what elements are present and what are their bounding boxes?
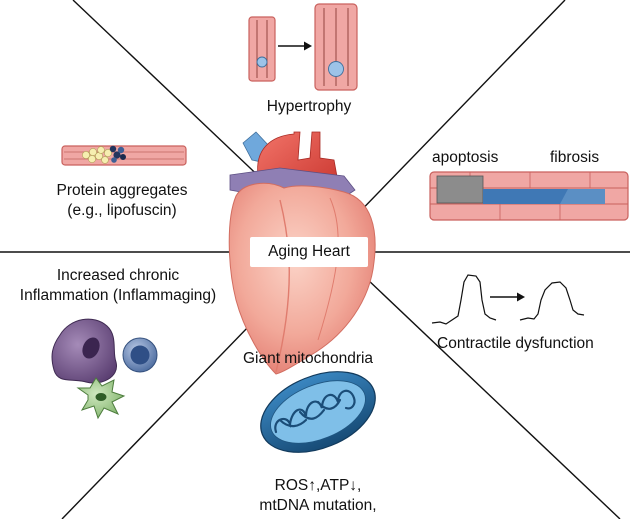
ros-atp-label: ROS↑,ATP↓, <box>274 477 362 494</box>
heart-body <box>228 182 376 375</box>
fibrosis-label: fibrosis <box>550 149 600 166</box>
inflammation-label-line1: Increased chronic <box>56 267 180 284</box>
heart-illustration <box>228 131 376 375</box>
normal-contraction-trace <box>431 274 497 325</box>
lipofuscin-granules <box>82 145 126 164</box>
cristae <box>274 389 356 434</box>
contractile-dysfunction-label: Contractile dysfunction <box>437 335 594 352</box>
protein-aggregates-label: Protein aggregates <box>56 182 188 199</box>
impaired-contraction-trace <box>519 281 585 321</box>
inflammatory-cells-illustration <box>51 318 158 420</box>
mtdna-mutation-label: mtDNA mutation, <box>259 497 377 514</box>
apoptosis-fibrosis-illustration <box>429 171 629 221</box>
apoptotic-cell <box>436 175 484 204</box>
hypertrophy-label: Hypertrophy <box>266 98 352 115</box>
small-nucleus <box>256 56 268 68</box>
protein-aggregates-illustration <box>61 145 187 166</box>
apoptosis-label: apoptosis <box>432 149 499 166</box>
large-nucleus <box>328 61 344 77</box>
aging-heart-label: Aging Heart <box>250 237 368 267</box>
mitochondrion-illustration <box>260 371 376 453</box>
giant-mitochondria-label: Giant mitochondria <box>242 350 374 367</box>
inflammation-label-line2: Inflammation (Inflammaging) <box>19 287 217 304</box>
protein-aggregates-example-label: (e.g., lipofuscin) <box>67 202 177 219</box>
hypertrophy-illustration <box>248 3 358 91</box>
small-cardiomyocyte <box>248 16 276 82</box>
contractile-dysfunction-illustration <box>431 274 585 325</box>
